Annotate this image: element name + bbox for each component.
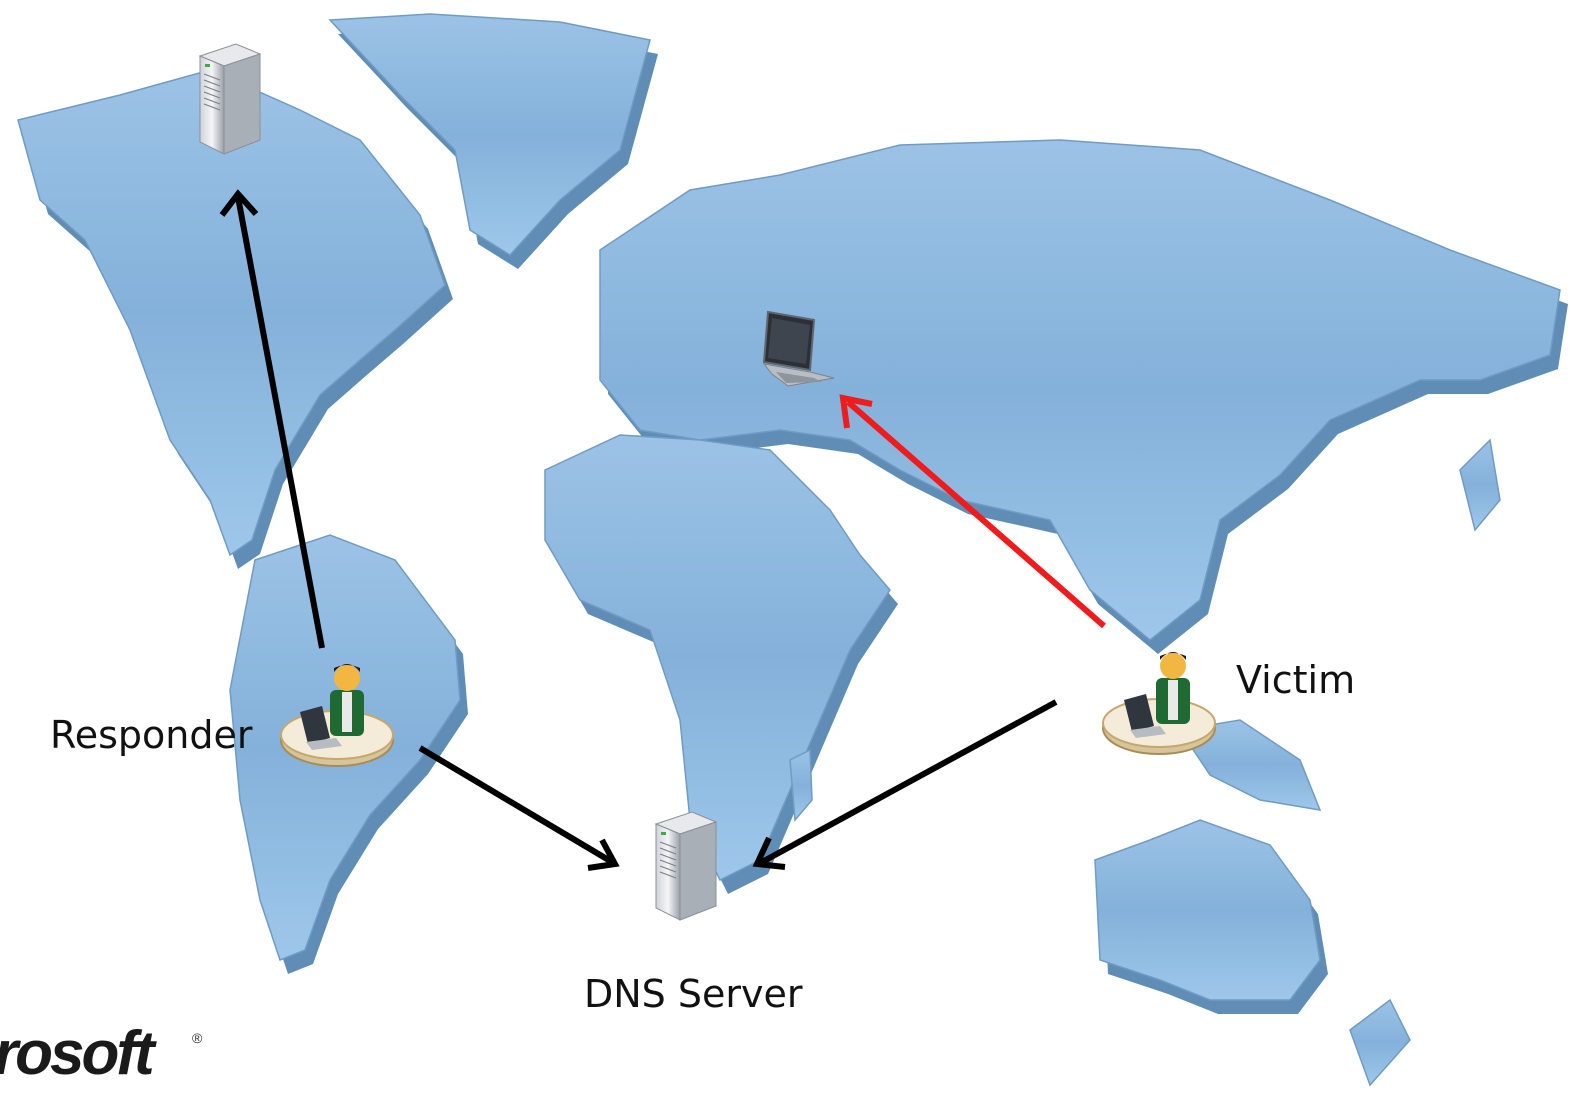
africa [544,434,891,882]
arrows [219,189,1106,871]
arrow-victim-to-laptop [846,399,1106,629]
arrow-responder-to-top-server [235,196,325,649]
greenland [328,13,651,256]
japan [1459,438,1501,532]
microsoft-logo: rosoft [0,1019,155,1088]
arrow-victim-to-dns [760,699,1058,865]
registered-mark: ® [192,1030,203,1046]
person-at-desk-icon [280,664,394,767]
server-icon [198,43,262,155]
dns-server-label: DNS Server [584,972,803,1016]
laptop-icon [762,310,835,387]
person-at-desk-icon [1102,652,1216,755]
arrow-responder-to-dns [418,745,614,865]
southeast-asia-islands [1178,719,1322,811]
north-america [17,69,446,557]
new-zealand [1349,998,1411,1087]
responder-label: Responder [50,713,253,757]
australia [1094,819,1321,1001]
server-icon [654,811,718,921]
madagascar [789,748,813,822]
victim-label: Victim [1236,658,1356,702]
eurasia [599,139,1561,641]
